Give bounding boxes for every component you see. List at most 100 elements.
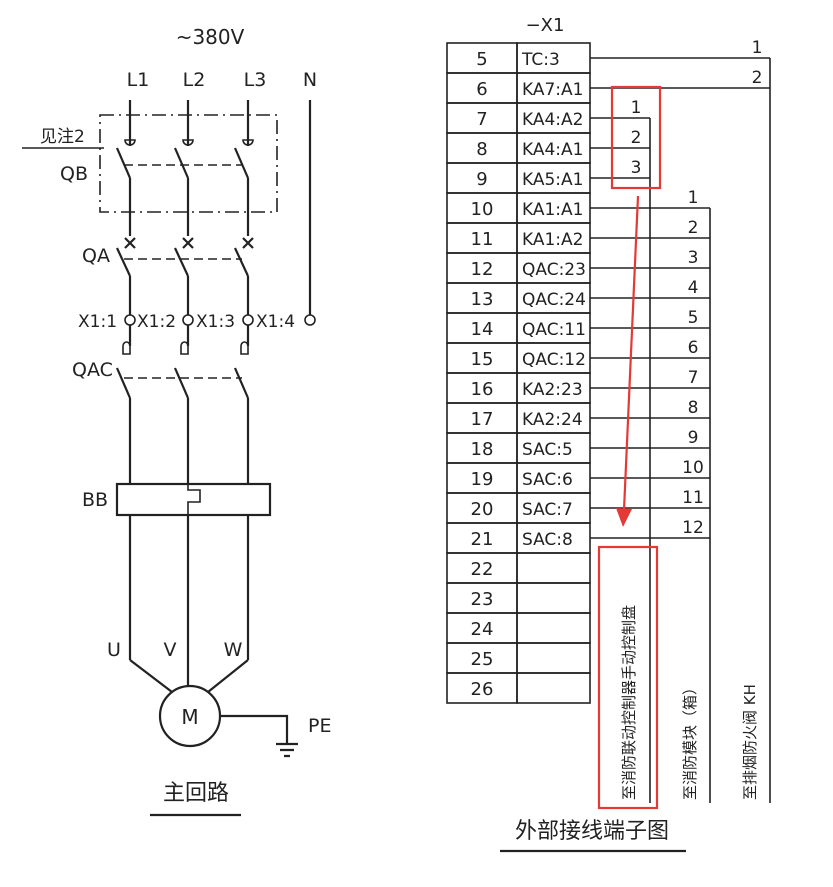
- terminal-circle-l2: [182, 314, 194, 326]
- terminal-number: 14: [471, 319, 494, 340]
- qac-contact-l1: [122, 341, 131, 355]
- terminal-circle-l1: [124, 314, 136, 326]
- terminal-wiring-ref: KA2:23: [522, 380, 583, 400]
- terminal-number: 12: [471, 259, 494, 280]
- terminal-wiring-ref: KA4:A1: [522, 140, 583, 160]
- qac-label: QAC: [72, 359, 113, 381]
- terminal-label-x1-4: X1:4: [256, 312, 295, 332]
- terminal-wiring-ref: KA1:A1: [522, 200, 583, 220]
- qa-label: QA: [82, 245, 110, 267]
- terminal-row: 19 SAC:6: [446, 462, 591, 494]
- cable-group: 123: [590, 98, 651, 803]
- output-label-w: W: [224, 639, 243, 661]
- terminal-number: 15: [471, 349, 494, 370]
- terminal-wiring-ref: SAC:6: [522, 470, 573, 490]
- phase-label-l2: L2: [183, 69, 206, 91]
- terminal-number: 20: [471, 499, 494, 520]
- terminal-row: 26: [446, 672, 591, 704]
- pe-line: [220, 714, 289, 744]
- qac-contact-l2: [180, 341, 189, 355]
- terminal-strip-label: −X1: [526, 15, 565, 36]
- terminal-number: 7: [476, 109, 487, 130]
- terminal-wiring-ref: SAC:7: [522, 500, 573, 520]
- terminal-row: 22: [446, 552, 591, 584]
- phase-label-n: N: [303, 69, 317, 91]
- terminal-row: 15 QAC:12: [446, 342, 591, 374]
- terminal-number: 25: [471, 649, 494, 670]
- qb-contact-l1: [124, 139, 136, 146]
- phase-conductors: [115, 100, 254, 660]
- qb-label: QB: [60, 163, 88, 185]
- wire-number: 4: [688, 278, 699, 298]
- qa-blade-l1: [116, 247, 131, 277]
- terminal-number: 19: [471, 469, 494, 490]
- terminal-wiring-ref: KA5:A1: [522, 170, 583, 190]
- terminal-row: 25: [446, 642, 591, 674]
- terminal-wiring-ref: QAC:12: [522, 350, 586, 370]
- qa-blade-l2: [174, 247, 189, 277]
- output-label-v: V: [164, 639, 177, 661]
- terminal-wiring-ref: TC:3: [521, 50, 560, 70]
- qb-blade-l3: [233, 147, 250, 179]
- terminal-number: 13: [471, 289, 494, 310]
- wire-number: 2: [688, 218, 699, 238]
- qb-blade-l2: [173, 147, 190, 179]
- highlight-arrow-head: [616, 508, 632, 527]
- phase-label-l1: L1: [127, 69, 150, 91]
- pe-label: PE: [308, 715, 331, 737]
- qb-blade-l1: [115, 147, 132, 179]
- terminal-wiring-ref: QAC:24: [522, 290, 586, 310]
- wire-number: 8: [688, 398, 699, 418]
- terminal-number: 24: [471, 619, 494, 640]
- terminal-label-cell: [516, 672, 591, 704]
- terminal-label-cell: [516, 582, 591, 614]
- terminal-label-cell: [516, 552, 591, 584]
- terminal-wiring-ref: SAC:8: [522, 530, 573, 550]
- wire-number: 1: [631, 98, 642, 118]
- wire-number: 12: [682, 518, 704, 538]
- terminal-number: 23: [471, 589, 494, 610]
- terminal-wiring-ref: KA1:A2: [522, 230, 583, 250]
- qb-contact-l3: [242, 139, 254, 146]
- terminal-circle-l3: [242, 314, 254, 326]
- qa-breaker-x-icon-l3: [242, 237, 254, 249]
- highlight-box-wires: [610, 85, 662, 190]
- terminal-wiring-ref: KA7:A1: [522, 80, 583, 100]
- wire-number: 3: [631, 158, 642, 178]
- terminal-label-x1-2: X1:2: [137, 312, 176, 332]
- dest-label-fire-control-panel: 至消防联动控制器手动控制盘: [620, 605, 638, 800]
- qb-contact-l2: [182, 139, 194, 146]
- terminal-number: 6: [476, 79, 487, 100]
- qa-blade-l3: [234, 247, 249, 277]
- voltage-label: ~380V: [176, 25, 245, 49]
- qa-breaker-x-icon-l2: [182, 237, 194, 249]
- wire-number: 6: [688, 338, 699, 358]
- dest-label-smoke-damper: 至排烟防火阀 KH: [741, 684, 759, 800]
- main-circuit-title: 主回路: [163, 781, 229, 806]
- phase-label-l3: L3: [244, 69, 267, 91]
- qac-blade-l2: [173, 367, 190, 399]
- terminal-wiring-ref: KA2:24: [522, 410, 583, 430]
- terminal-row: 20 SAC:7: [446, 492, 591, 524]
- terminal-number: 18: [471, 439, 494, 460]
- terminal-label-x1-3: X1:3: [196, 312, 235, 332]
- qac-blade-l1: [115, 367, 132, 399]
- terminal-label-cell: [516, 612, 591, 644]
- highlight-box-destination: [597, 545, 659, 810]
- highlight-arrow-shaft: [622, 195, 640, 511]
- wire-number: 5: [688, 308, 699, 328]
- terminal-number: 21: [471, 529, 494, 550]
- terminal-number: 17: [471, 409, 494, 430]
